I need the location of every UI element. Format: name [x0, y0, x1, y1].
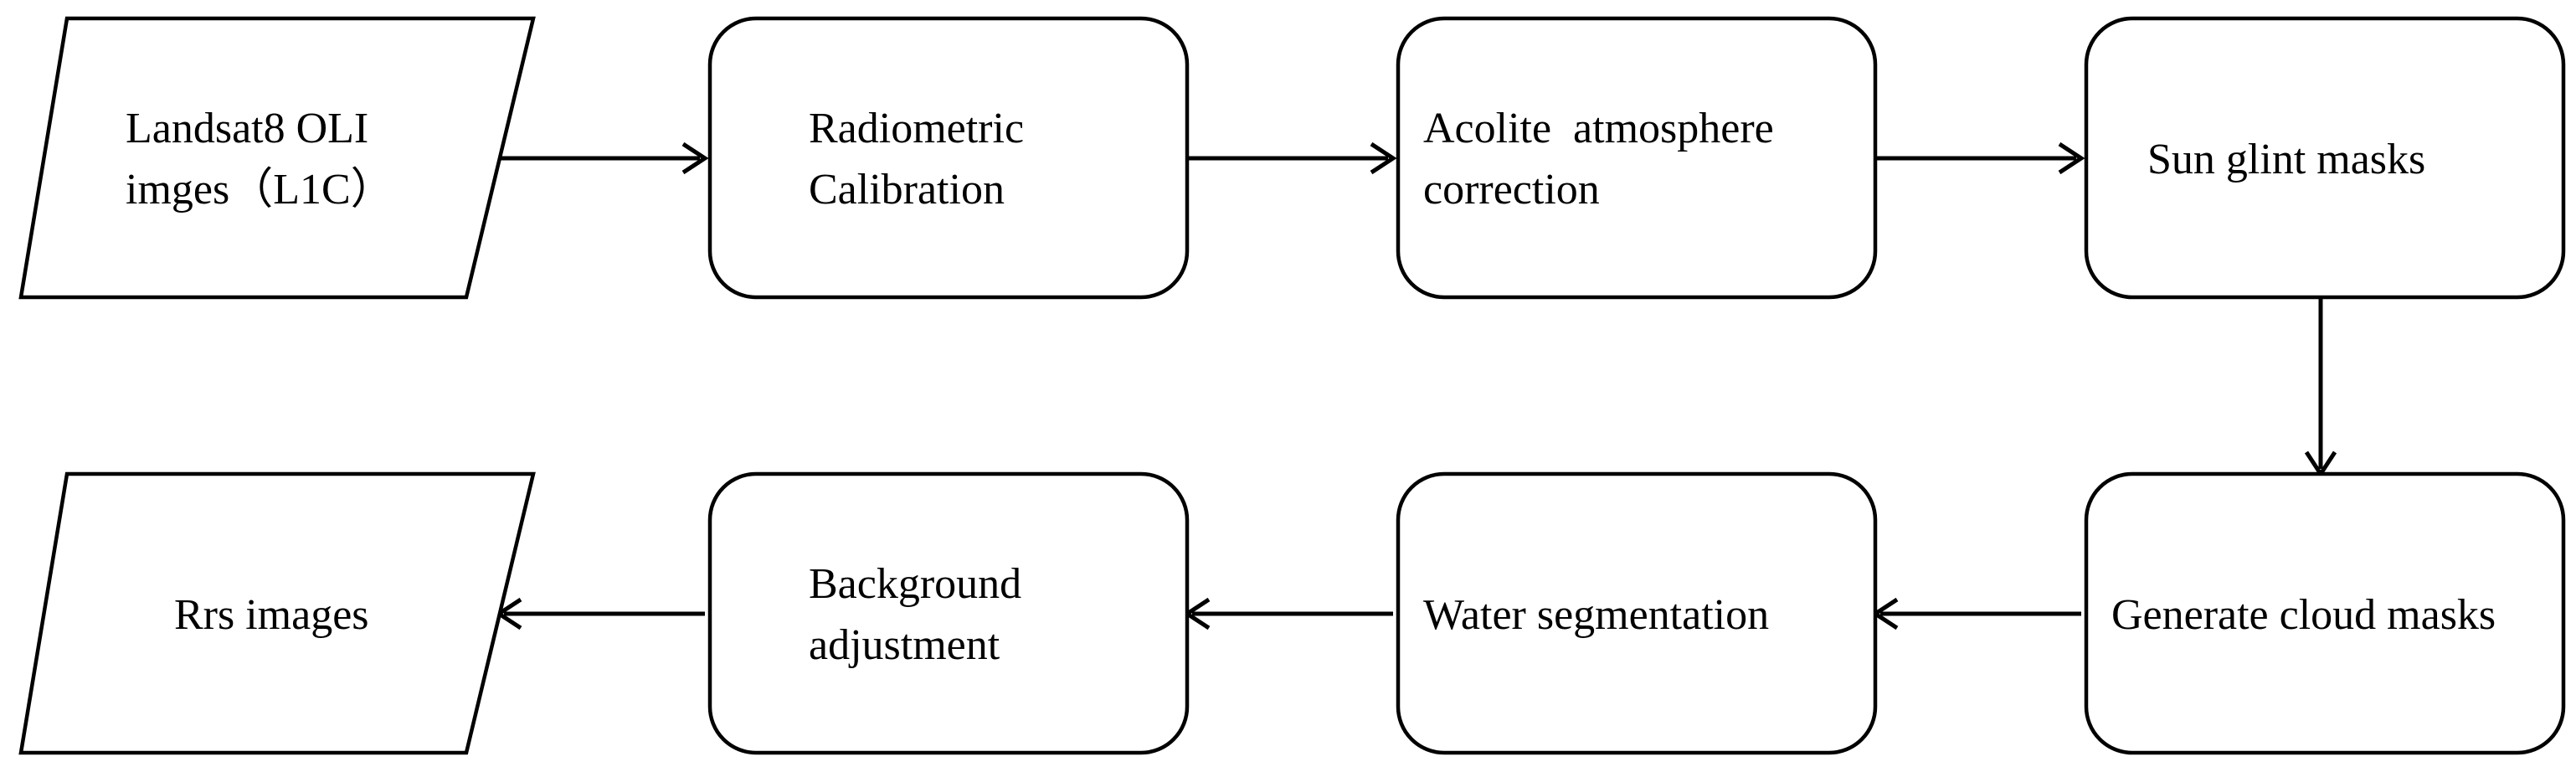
node-radiometric-calibration: Radiometric Calibration	[707, 16, 1190, 300]
node-background-line-2: adjustment	[809, 621, 1000, 669]
arrow-background-to-output	[495, 597, 705, 630]
node-radiometric-line-2: Calibration	[809, 166, 1005, 214]
node-generate-cloud-masks: Generate cloud masks	[2084, 471, 2566, 755]
node-cloud-line-1: Generate cloud masks	[2111, 591, 2496, 639]
arrow-acolite-to-sunglint	[1875, 142, 2085, 175]
arrow-radiometric-to-acolite	[1187, 142, 1397, 175]
node-input: Landsat8 OLI imges（L1C）	[18, 16, 536, 300]
node-water-segmentation: Water segmentation	[1396, 471, 1878, 755]
arrow-input-to-radiometric	[501, 142, 709, 175]
arrow-sunglint-to-cloud	[2304, 299, 2337, 478]
node-background-adjustment: Background adjustment	[707, 471, 1190, 755]
arrow-water-to-background	[1183, 597, 1393, 630]
arrow-cloud-to-water	[1871, 597, 2081, 630]
node-water-line-1: Water segmentation	[1423, 591, 1769, 639]
node-acolite-line-2: correction	[1423, 166, 1600, 214]
node-background-line-1: Background	[809, 560, 1021, 608]
node-output-line-1: Rrs images	[174, 591, 369, 639]
node-output-rrs-images: Rrs images	[18, 471, 536, 755]
node-acolite-atmosphere-correction: Acolite atmosphere correction	[1396, 16, 1878, 300]
node-input-line-2: imges（L1C）	[126, 166, 394, 214]
node-sun-glint-masks: Sun glint masks	[2084, 16, 2566, 300]
node-radiometric-line-1: Radiometric	[809, 105, 1024, 152]
node-sunglint-line-1: Sun glint masks	[2147, 136, 2425, 183]
node-acolite-line-1: Acolite atmosphere	[1423, 105, 1774, 152]
node-input-line-1: Landsat8 OLI	[126, 105, 368, 152]
